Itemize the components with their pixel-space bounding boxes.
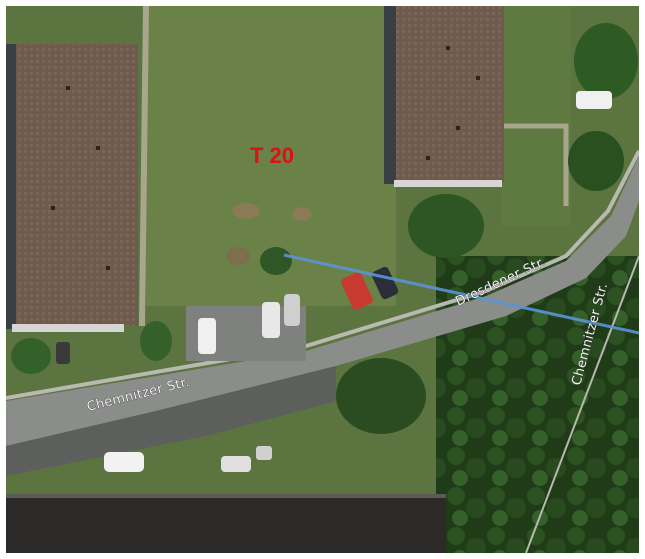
tree-cluster <box>260 247 292 275</box>
dirt-patch <box>226 247 250 265</box>
map-view[interactable]: T 20 Chemnitzer Str. Dresdener Str. Chem… <box>6 6 639 553</box>
dirt-patch <box>232 203 260 219</box>
footpath <box>139 6 149 327</box>
track-line <box>283 253 639 335</box>
road-lower <box>6 366 336 476</box>
building-bottom-roof <box>6 496 446 553</box>
tree-cluster <box>408 194 484 258</box>
tree-cluster <box>11 338 51 374</box>
tree-cluster <box>140 321 172 361</box>
footpath <box>501 123 569 206</box>
lawn-right <box>501 6 571 226</box>
tree-cluster <box>574 23 638 99</box>
building-right-edge <box>394 180 502 187</box>
roof-vents <box>51 46 480 270</box>
marker-label[interactable]: T 20 <box>250 143 294 168</box>
aerial-map[interactable]: T 20 Chemnitzer Str. Dresdener Str. Chem… <box>6 6 639 553</box>
vertical-road-line <box>525 255 639 553</box>
building-bottom-edge <box>6 494 446 498</box>
tree-cluster <box>568 131 624 191</box>
building-right-roof <box>396 6 504 182</box>
building-left-edge <box>12 324 124 332</box>
dirt-patch <box>292 207 312 221</box>
tree-cluster <box>336 358 426 434</box>
parked-cars <box>56 91 612 472</box>
road-chemnitzer <box>6 156 639 446</box>
building-left-roof <box>16 44 138 326</box>
